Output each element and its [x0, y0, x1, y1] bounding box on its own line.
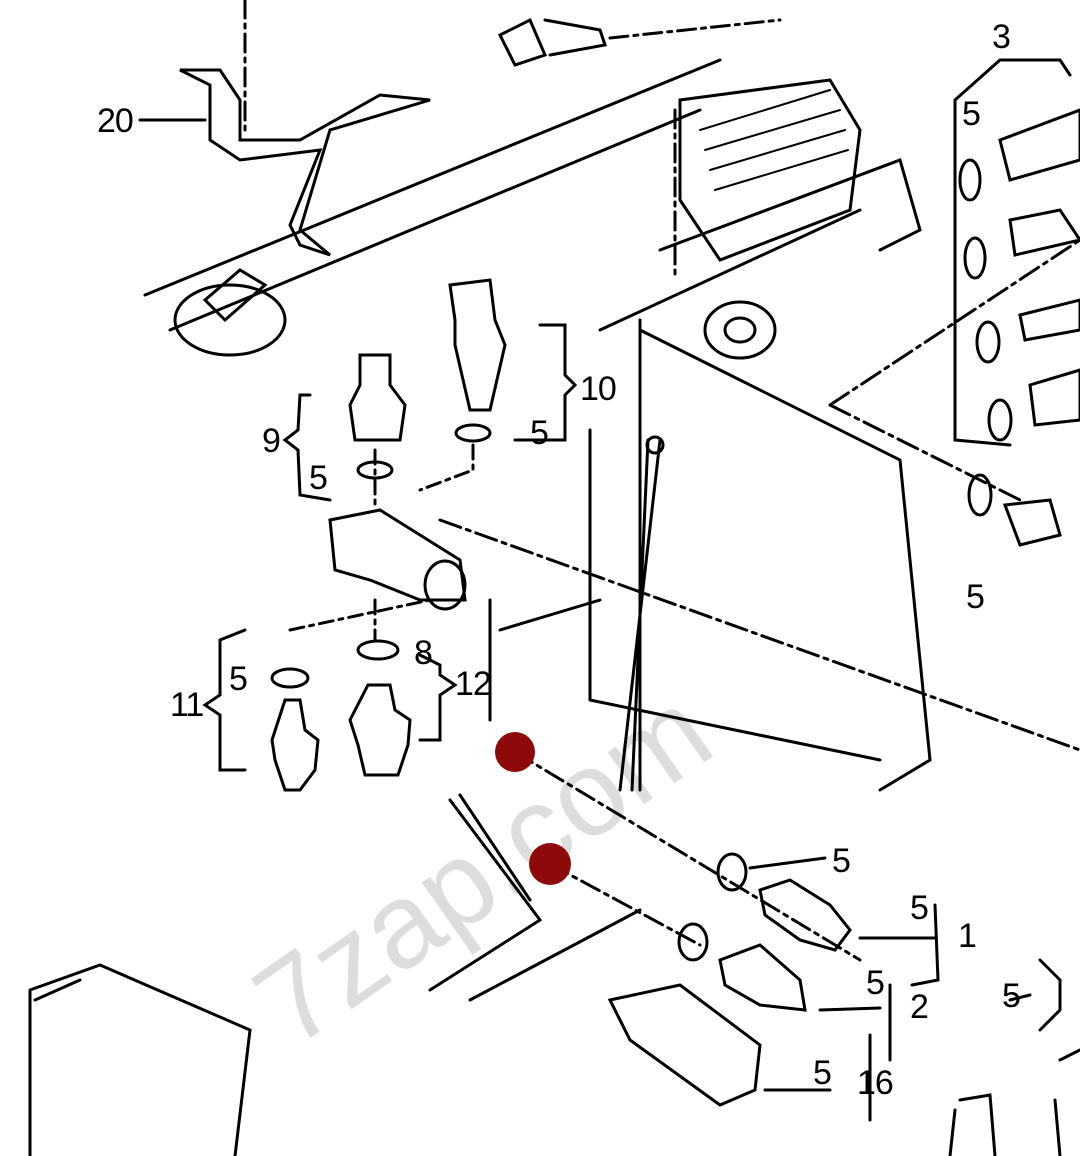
callout-11[interactable]: 11 [170, 686, 204, 724]
callout-12[interactable]: 12 [455, 665, 492, 703]
callout-5[interactable]: 5 [813, 1054, 832, 1092]
callout-5[interactable]: 5 [966, 578, 985, 616]
callout-9[interactable]: 9 [262, 422, 281, 460]
callout-8[interactable]: 8 [414, 634, 433, 672]
callout-5[interactable]: 5 [530, 414, 549, 452]
callout-5[interactable]: 5 [832, 842, 851, 880]
callout-16[interactable]: 16 [857, 1064, 894, 1102]
callout-5[interactable]: 5 [1002, 977, 1021, 1015]
hotspot-marker[interactable] [495, 732, 535, 772]
callout-5[interactable]: 5 [866, 964, 885, 1002]
callout-1[interactable]: 1 [958, 917, 977, 955]
callout-2[interactable]: 2 [910, 988, 929, 1026]
hotspot-marker[interactable] [529, 843, 571, 885]
callout-3[interactable]: 3 [992, 18, 1011, 56]
callout-10[interactable]: 10 [580, 370, 617, 408]
callout-5[interactable]: 5 [229, 660, 248, 698]
callout-20[interactable]: 20 [97, 102, 134, 140]
callout-5[interactable]: 5 [962, 95, 981, 133]
callout-5[interactable]: 5 [309, 459, 328, 497]
callout-5[interactable]: 5 [910, 889, 929, 927]
